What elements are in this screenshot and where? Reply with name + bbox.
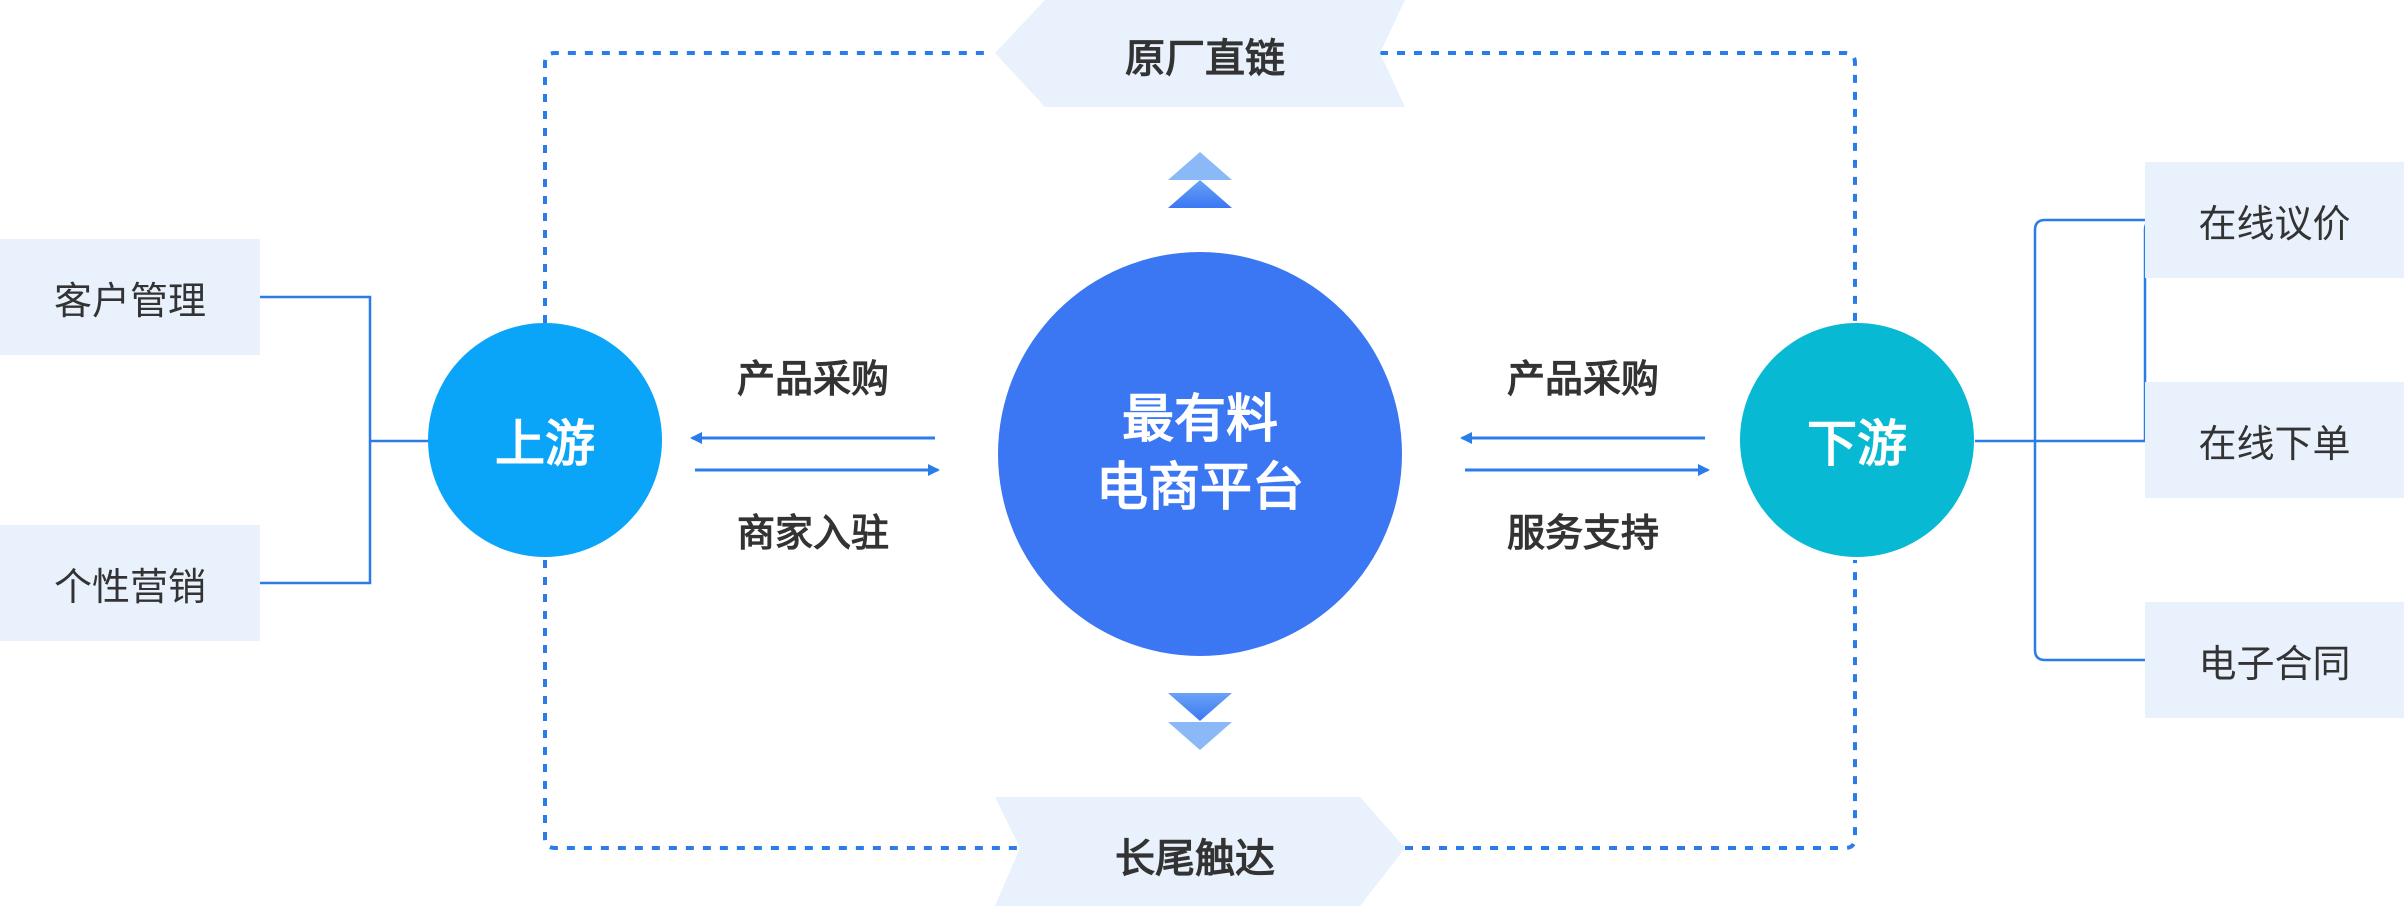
left-bracket	[260, 295, 430, 585]
chevron-down-icon	[1168, 693, 1232, 750]
dashed-frame-top	[543, 51, 1857, 323]
downstream-label: 下游	[1807, 416, 1907, 472]
chevron-up-icon	[1168, 152, 1232, 208]
left-item-label: 客户管理	[53, 280, 206, 323]
bottom-banner-label: 长尾触达	[1115, 837, 1275, 881]
upstream-node: 上游	[428, 323, 662, 557]
left-item-box: 客户管理	[0, 239, 260, 355]
upstream-label: 上游	[495, 416, 595, 472]
downstream-node: 下游	[1740, 323, 1974, 557]
top-banner-shape	[995, 0, 1405, 107]
dashed-frame-bottom	[543, 560, 1857, 850]
right-arrow-bottom-label: 服务支持	[1506, 513, 1659, 555]
right-item-box: 电子合同	[2145, 602, 2404, 718]
left-arrow-top-label: 产品采购	[736, 359, 889, 401]
platform-node: 最有料 电商平台	[998, 252, 1402, 656]
top-banner-label: 原厂直链	[1125, 37, 1285, 81]
platform-label-line2: 电商平台	[1095, 459, 1304, 517]
left-arrow-bottom-label: 商家入驻	[736, 513, 889, 555]
right-item-box: 在线议价	[2145, 162, 2404, 278]
right-item-label: 在线下单	[2198, 423, 2351, 466]
right-item-label: 电子合同	[2198, 643, 2351, 686]
bottom-banner-shape	[995, 797, 1405, 906]
left-item-box: 个性营销	[0, 525, 260, 641]
left-item-label: 个性营销	[53, 566, 206, 609]
right-arrow-top-label: 产品采购	[1506, 359, 1659, 401]
right-item-box: 在线下单	[2145, 382, 2404, 498]
right-item-label: 在线议价	[2198, 203, 2351, 246]
right-bracket	[1975, 218, 2156, 662]
platform-label-line1: 最有料	[1121, 391, 1278, 449]
